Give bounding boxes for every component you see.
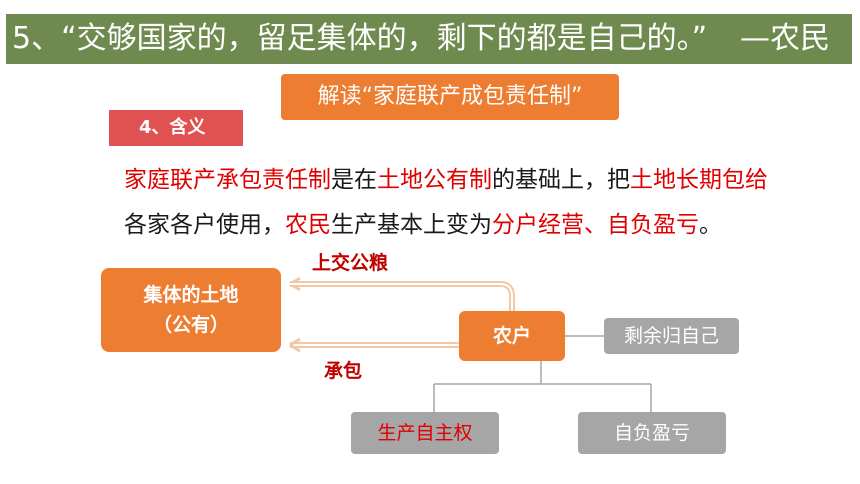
remainder-box: 剩余归自己 bbox=[604, 318, 739, 354]
text-segment: 是在 bbox=[331, 167, 377, 193]
arrow-tax-grain bbox=[290, 281, 515, 311]
quote-author: —农民 bbox=[740, 21, 830, 56]
section-tag: 4、含义 bbox=[109, 110, 243, 146]
slide-title: 5、“交够国家的，留足集体的，剩下的都是自己的。” bbox=[12, 21, 708, 56]
land-ownership-label: （公有） bbox=[152, 314, 229, 336]
term-system: 家庭联产承包责任制 bbox=[124, 167, 331, 193]
land-label: 集体的土地 bbox=[143, 284, 239, 306]
text-segment: 生产基本上变为 bbox=[331, 212, 492, 238]
text-segment: 的基础上，把 bbox=[492, 167, 630, 193]
arrow-contract-head bbox=[289, 337, 301, 353]
slide-title-bar: 5、“交够国家的，留足集体的，剩下的都是自己的。” —农民 bbox=[6, 14, 852, 64]
contract-label: 承包 bbox=[324, 360, 363, 382]
farmer-box: 农户 bbox=[459, 311, 565, 361]
interpretation-tag: 解读“家庭联产成包责任制” bbox=[281, 74, 619, 120]
term-farmers: 农民 bbox=[285, 212, 331, 238]
collective-land-box: 集体的土地 （公有） bbox=[101, 268, 281, 352]
text-segment: 。 bbox=[699, 212, 722, 238]
definition-line-2: 各家各户使用，农民生产基本上变为分户经营、自负盈亏。 bbox=[124, 205, 844, 239]
term-household-operation: 分户经营、自负盈亏 bbox=[492, 212, 699, 238]
self-responsibility-box: 自负盈亏 bbox=[578, 412, 726, 454]
term-long-term-lease: 土地长期包给 bbox=[630, 167, 768, 193]
text-segment: 各家各户使用， bbox=[124, 212, 285, 238]
production-autonomy-box: 生产自主权 bbox=[351, 412, 499, 454]
definition-line-1: 家庭联产承包责任制是在土地公有制的基础上，把土地长期包给 bbox=[124, 160, 844, 194]
term-public-ownership: 土地公有制 bbox=[377, 167, 492, 193]
tax-grain-label: 上交公粮 bbox=[312, 252, 389, 274]
